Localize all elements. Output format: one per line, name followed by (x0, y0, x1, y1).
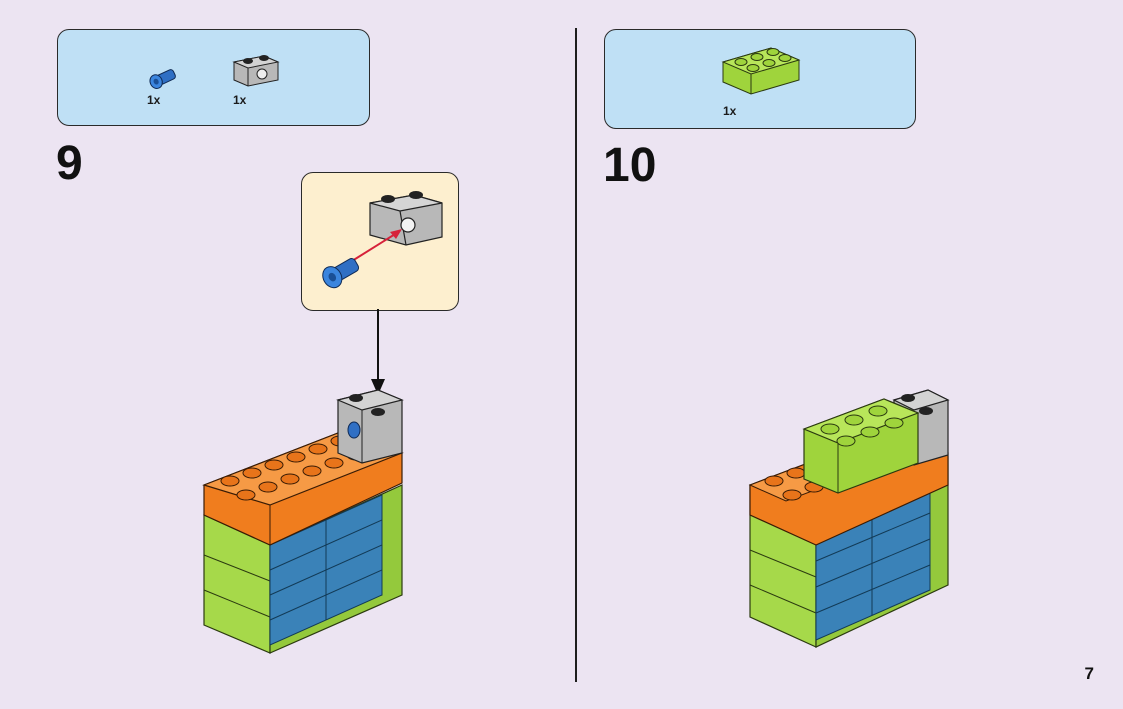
gray-technic-brick-icon (232, 55, 280, 87)
step-10-part-1-qty: 1x (723, 104, 737, 118)
step-9-parts-box: 1x 1x (57, 29, 370, 126)
step-9-number: 9 (56, 137, 83, 190)
step-9-part-2-qty: 1x (233, 93, 247, 107)
step-9-model-illustration (202, 389, 404, 654)
step-10-model-illustration (748, 389, 950, 648)
blue-pin-icon (149, 69, 176, 89)
lime-brick-2x3-icon (721, 47, 801, 95)
step-9-callout (301, 172, 459, 311)
callout-pointer-arrow (371, 309, 385, 395)
step-divider (575, 28, 577, 682)
callout-assembly-illustration (322, 191, 443, 289)
step-9-part-1-qty: 1x (147, 93, 161, 107)
step-10-parts-box: 1x (604, 29, 916, 129)
step-10-number: 10 (603, 139, 657, 192)
page-number: 7 (1084, 664, 1094, 683)
